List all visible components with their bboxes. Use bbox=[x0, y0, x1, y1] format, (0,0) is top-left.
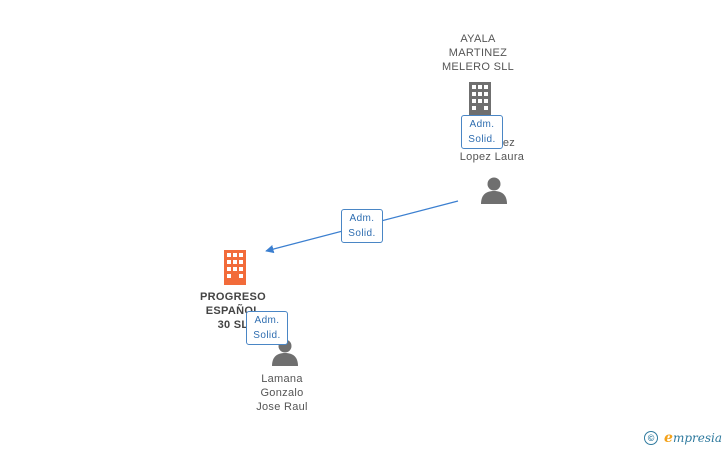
copyright-icon: © bbox=[644, 431, 659, 445]
badge-line: Adm. bbox=[349, 213, 375, 224]
person-icon[interactable] bbox=[480, 176, 508, 204]
node-label-ayala: AYALA MARTINEZ MELERO SLL bbox=[428, 32, 528, 74]
node-label-line: ez bbox=[502, 137, 516, 149]
building-icon[interactable] bbox=[467, 82, 493, 116]
node-label-line: MELERO SLL bbox=[441, 61, 515, 73]
node-label-line: Jose Raul bbox=[256, 401, 308, 413]
node-label-progreso: PROGRESO ESPAÑOL 30 SL bbox=[183, 290, 283, 332]
node-label-line: MARTINEZ bbox=[448, 47, 508, 59]
node-label-line: PROGRESO bbox=[200, 291, 266, 303]
relation-badge-ayala-lopez[interactable]: Adm. Solid. bbox=[461, 115, 503, 149]
relation-badge-lopez-progreso[interactable]: Adm. Solid. bbox=[341, 209, 383, 243]
brand-initial: e bbox=[664, 430, 673, 446]
node-label-line: Gonzalo bbox=[260, 387, 304, 399]
brand-logo: empresia bbox=[664, 430, 722, 446]
badge-line: Adm. bbox=[469, 119, 495, 130]
node-label-line: 30 SL bbox=[217, 319, 249, 331]
building-icon[interactable] bbox=[221, 250, 249, 285]
relation-badge-progreso-lamana[interactable]: Adm. Solid. bbox=[246, 311, 288, 345]
node-label-lopez: ez Lopez Laura bbox=[442, 136, 542, 164]
badge-line: Solid. bbox=[253, 330, 281, 341]
node-label-line: Lopez Laura bbox=[459, 151, 525, 163]
empresia-watermark: © empresia bbox=[644, 430, 722, 446]
node-label-lamana: Lamana Gonzalo Jose Raul bbox=[232, 372, 332, 414]
badge-line: Solid. bbox=[348, 228, 376, 239]
brand-rest: mpresia bbox=[672, 431, 722, 445]
node-label-line: AYALA bbox=[460, 33, 496, 45]
badge-line: Adm. bbox=[254, 315, 280, 326]
badge-line: Solid. bbox=[468, 134, 496, 145]
node-label-line: Lamana bbox=[261, 373, 303, 385]
